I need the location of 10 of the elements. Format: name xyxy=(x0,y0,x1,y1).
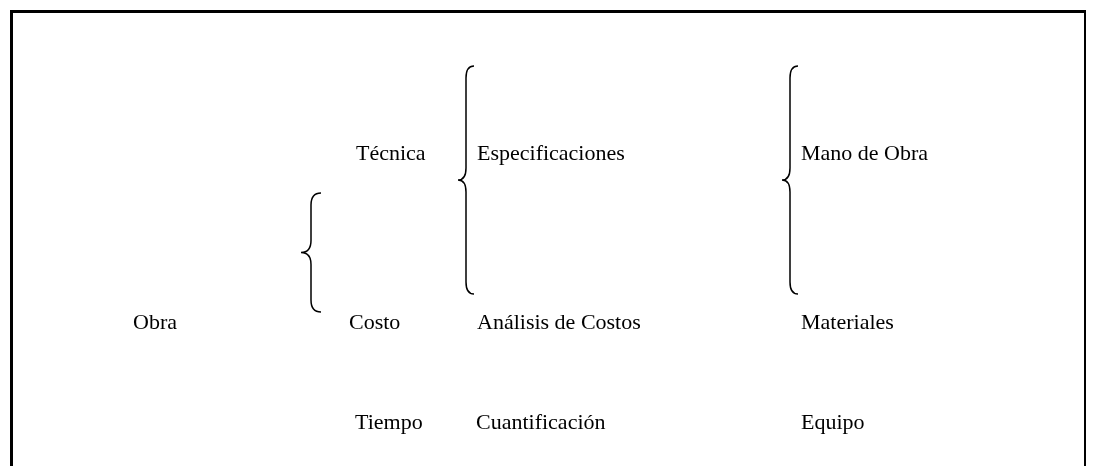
label-text: Análisis de Costos xyxy=(477,309,641,335)
label-text: Cuantificación xyxy=(476,409,606,435)
label-text: Obra xyxy=(133,309,177,335)
label-text: Costo xyxy=(349,309,401,335)
label-text: Equipo xyxy=(801,409,865,435)
label-text: Tiempo xyxy=(355,409,423,435)
label-text: Especificaciones xyxy=(477,140,625,166)
label-text: Técnica xyxy=(356,140,426,166)
label-text: Mano de Obra xyxy=(801,140,929,166)
label-text: Materiales xyxy=(801,309,894,335)
